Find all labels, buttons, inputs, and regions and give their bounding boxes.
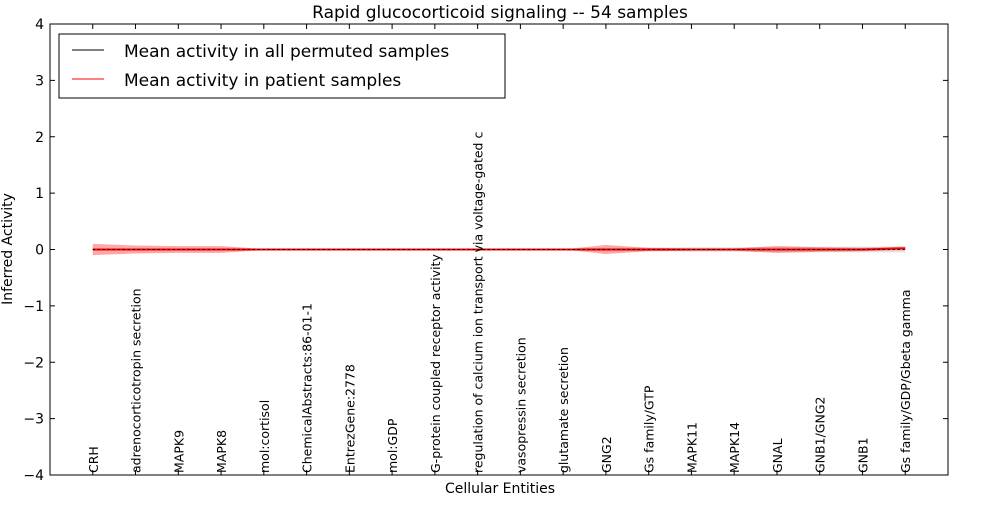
y-tick-label: 2 xyxy=(35,130,44,146)
x-tick-label: Gs family/GTP xyxy=(642,385,657,473)
y-axis-label: Inferred Activity xyxy=(0,193,16,305)
x-tick-label: mol:cortisol xyxy=(257,400,272,473)
legend-box xyxy=(58,33,506,99)
x-tick-label: GNB1/GNG2 xyxy=(813,397,828,473)
x-tick-label: GNB1 xyxy=(855,437,870,473)
x-tick-label: GNG2 xyxy=(599,436,614,473)
y-tick-label: −1 xyxy=(23,299,44,315)
x-tick-label: G-protein coupled receptor activity xyxy=(428,254,443,473)
x-tick-label: EntrezGene:2778 xyxy=(342,364,357,473)
y-tick-label: 1 xyxy=(35,186,44,202)
y-tick-label: −3 xyxy=(23,412,44,428)
x-tick-label: CRH xyxy=(86,446,101,473)
y-tick-label: 0 xyxy=(35,243,44,259)
y-tick-label: −2 xyxy=(23,355,44,371)
x-tick-label: glutamate secretion xyxy=(556,347,571,473)
x-axis-label: Cellular Entities xyxy=(445,481,555,497)
x-tick-label: vasopressin secretion xyxy=(513,337,528,473)
legend: Mean activity in all permuted samples Me… xyxy=(58,33,506,99)
x-tick-label: MAPK14 xyxy=(727,422,742,473)
y-tick-label: 4 xyxy=(35,17,44,33)
x-tick-label: mol:GDP xyxy=(385,418,400,473)
x-tick-label: adrenocorticotropin secretion xyxy=(129,288,144,473)
x-tick-label: ChemicalAbstracts:86-01-1 xyxy=(300,303,315,473)
chart-title: Rapid glucocorticoid signaling -- 54 sam… xyxy=(312,3,688,23)
y-tick-label: 3 xyxy=(35,73,44,89)
x-tick-label: MAPK11 xyxy=(684,422,699,473)
x-tick-label: Gs family/GDP/Gbeta gamma xyxy=(898,290,913,473)
x-tick-label: MAPK9 xyxy=(171,430,186,473)
legend-label-permuted: Mean activity in all permuted samples xyxy=(124,42,449,62)
y-tick-label: −4 xyxy=(23,468,44,484)
legend-label-patient: Mean activity in patient samples xyxy=(124,71,401,91)
band-series-0 xyxy=(92,246,906,253)
x-tick-label: GNAL xyxy=(770,438,785,473)
x-tick-label: MAPK8 xyxy=(214,430,229,473)
x-tick-label: regulation of calcium ion transport via … xyxy=(471,132,486,473)
